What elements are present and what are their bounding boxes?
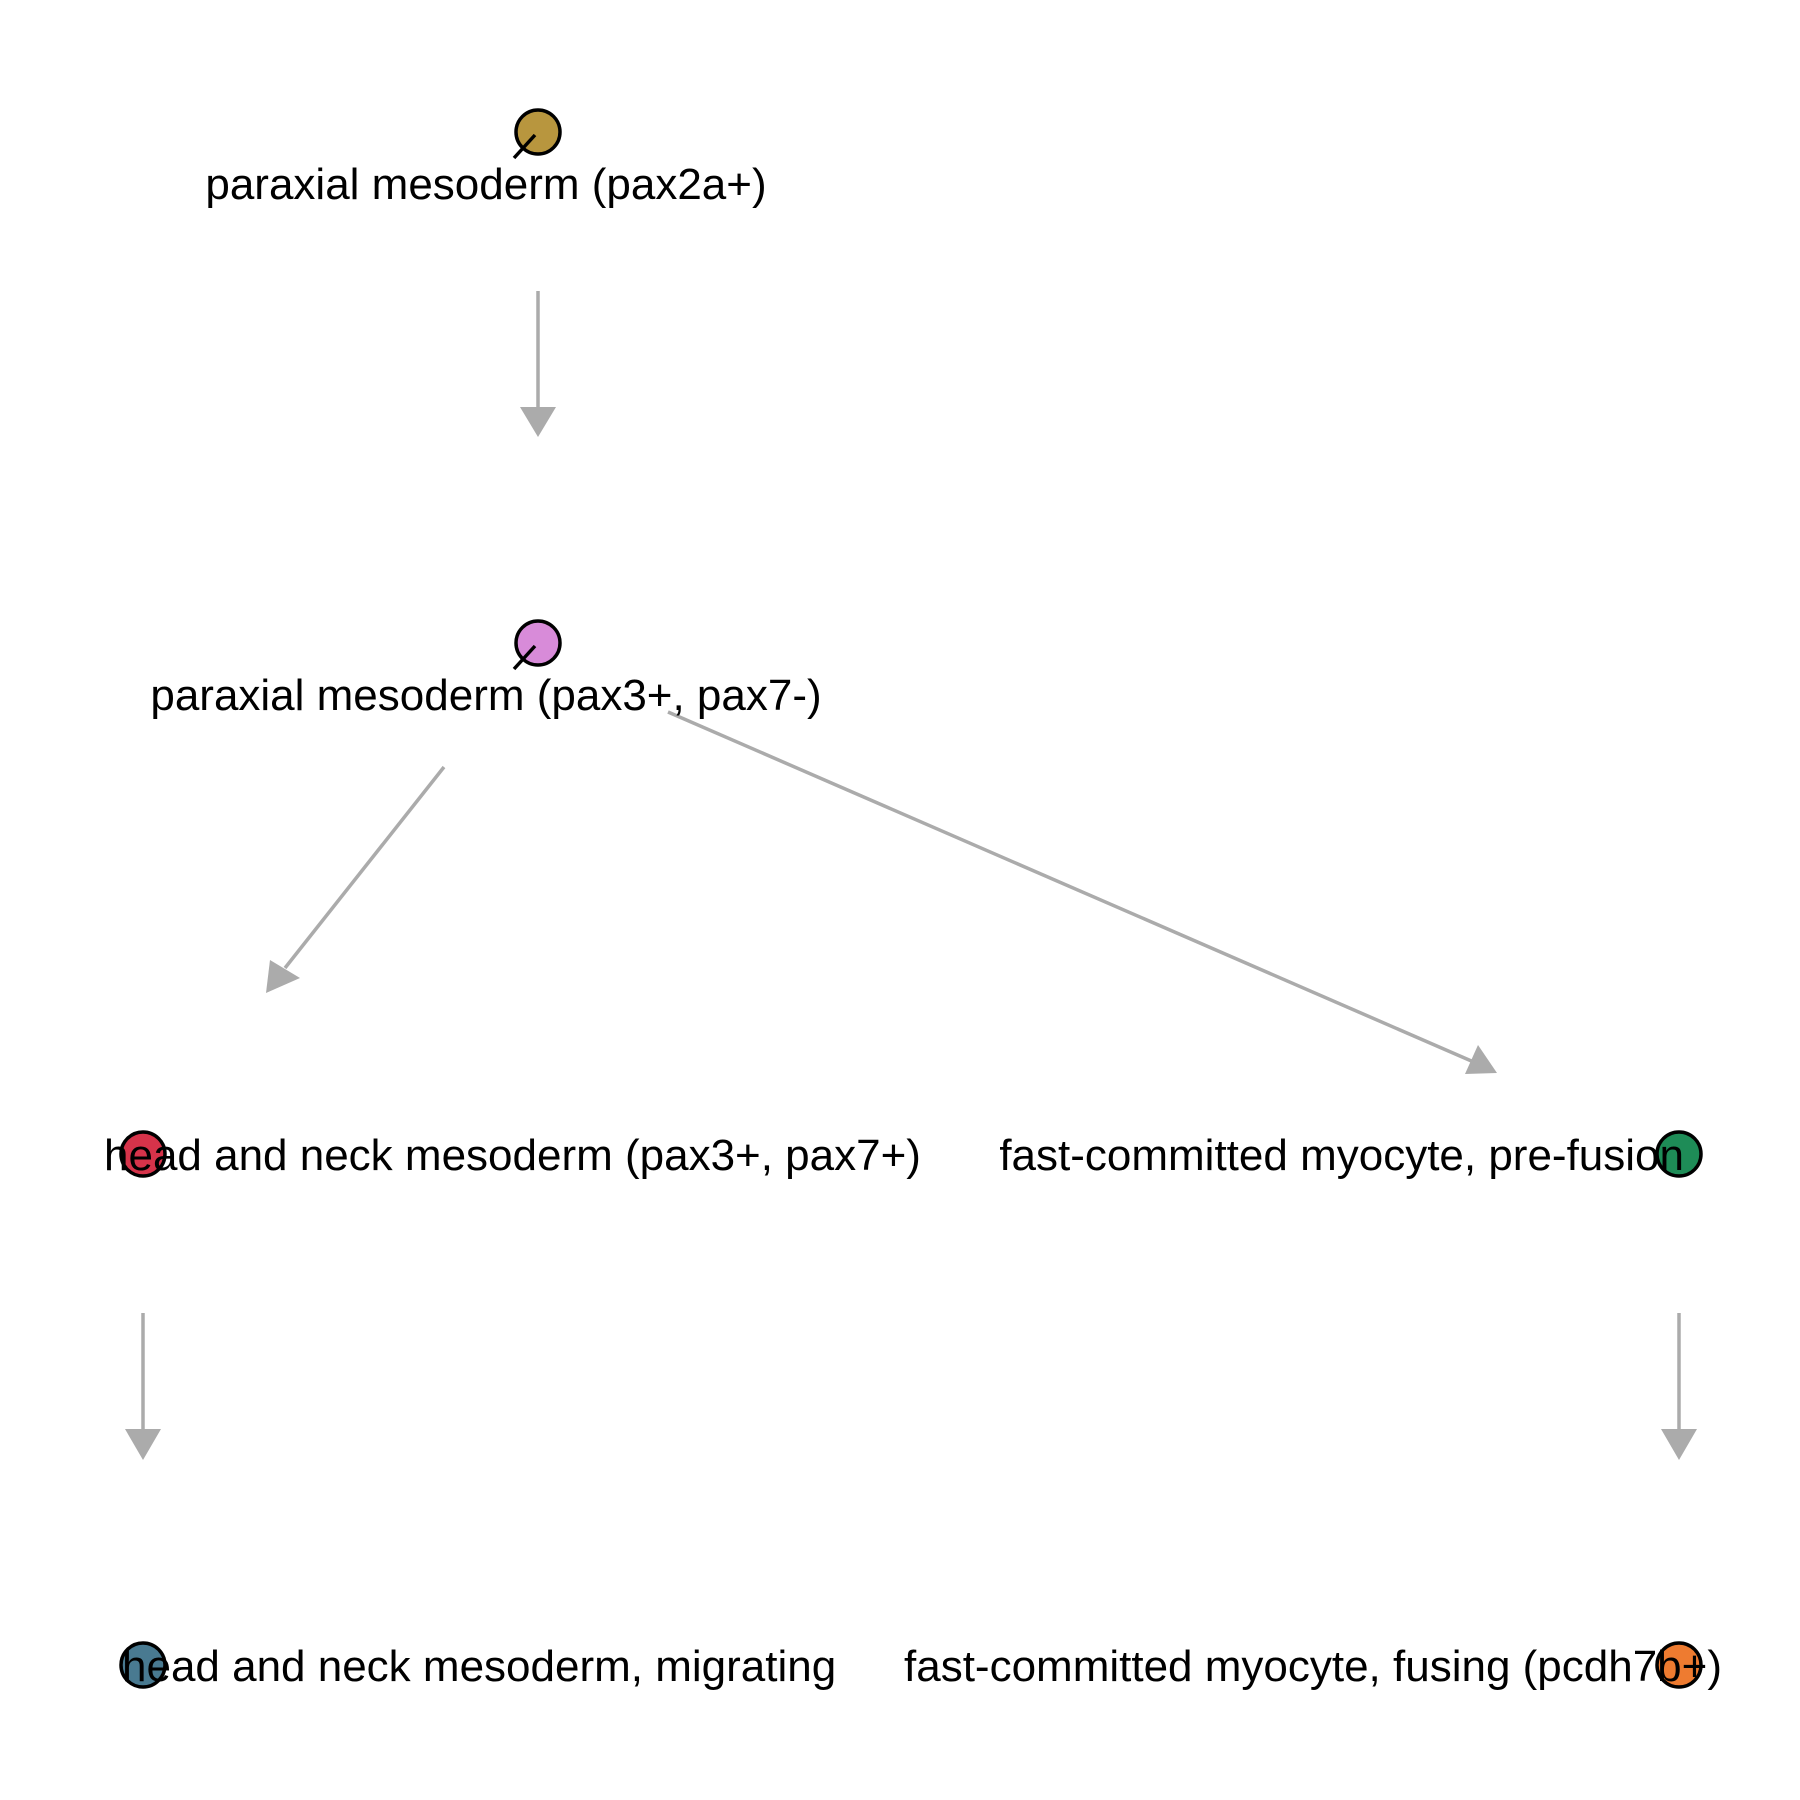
node-fast-committed-myocyte-pre-fusion: fast-committed myocyte, pre-fusion — [999, 1130, 1703, 1180]
node-marker — [1655, 1641, 1703, 1689]
edge-pax3-to-fast-pre — [667, 710, 1497, 1074]
node-head-and-neck-mesoderm: head and neck mesoderm (pax3+, pax7+) — [104, 1130, 921, 1180]
edge-head-neck-to-migrating — [125, 1313, 161, 1460]
node-label: paraxial mesoderm (pax3+, pax7-) — [150, 671, 821, 720]
edges — [125, 291, 1697, 1460]
node-head-and-neck-mesoderm-migrating: head and neck mesoderm, migrating — [119, 1641, 836, 1691]
edge-fast-pre-to-fusing — [1661, 1313, 1697, 1460]
node-label: paraxial mesoderm (pax2a+) — [205, 160, 766, 209]
node-marker — [119, 1641, 167, 1689]
edge-pax3-to-head-neck — [266, 765, 446, 993]
edge-pax2a-to-pax3 — [520, 291, 556, 437]
node-marker — [119, 1130, 167, 1178]
node-paraxial-mesoderm-pax2a: paraxial mesoderm (pax2a+) — [205, 108, 767, 209]
node-fast-committed-myocyte-fusing: fast-committed myocyte, fusing (pcdh7b+) — [904, 1641, 1722, 1691]
node-paraxial-mesoderm-pax3: paraxial mesoderm (pax3+, pax7-) — [150, 619, 822, 720]
node-label: head and neck mesoderm, migrating — [122, 1642, 836, 1691]
node-label: fast-committed myocyte, fusing (pcdh7b+) — [904, 1642, 1722, 1691]
node-marker — [1655, 1130, 1703, 1178]
node-label: head and neck mesoderm (pax3+, pax7+) — [104, 1131, 921, 1180]
node-label: fast-committed myocyte, pre-fusion — [999, 1131, 1684, 1180]
